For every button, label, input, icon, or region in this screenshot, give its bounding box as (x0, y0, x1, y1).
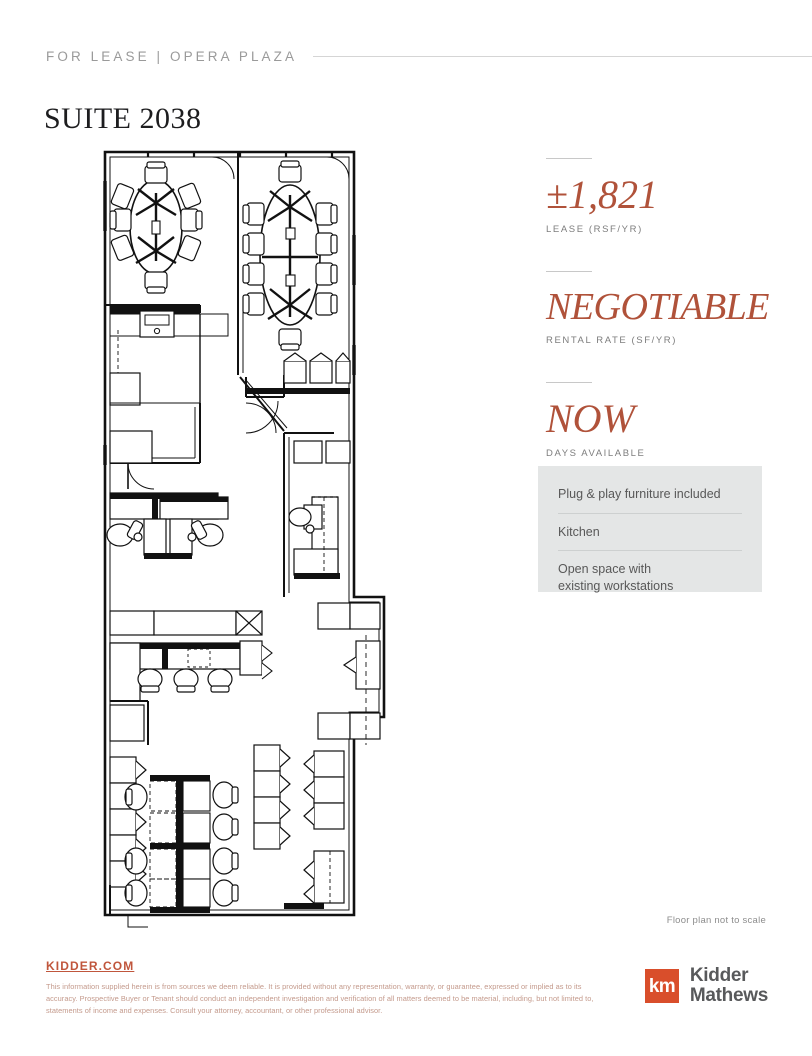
stat-value-days-available: NOW (546, 396, 635, 441)
file-cabinets-right (303, 750, 345, 904)
disclaimer-text: This information supplied herein is from… (46, 982, 594, 1015)
stat-divider (546, 158, 592, 159)
conference-table-large (259, 184, 321, 326)
file-cabinets-center (253, 744, 291, 850)
kidder-com-link[interactable]: KIDDER.COM (46, 959, 135, 973)
stat-rental-rate: NEGOTIABLE RENTAL RATE (SF/YR) (546, 271, 776, 346)
conference-table-small (129, 179, 183, 275)
features-panel: Plug & play furniture included Kitchen O… (538, 466, 762, 593)
floor-plan-drawing (88, 145, 408, 935)
workstation-cluster-mid (106, 492, 229, 559)
page-header: FOR LEASE | OPERA PLAZA (46, 44, 812, 68)
logo-line-mathews: Mathews (689, 985, 768, 1007)
kitchen-area (109, 305, 229, 406)
stat-value-lease: ±1,821 (546, 172, 658, 217)
stat-label-days-available: DAYS AVAILABLE (546, 448, 646, 459)
header-divider (313, 55, 812, 57)
stat-lease: ±1,821 LEASE (RSF/YR) (546, 158, 776, 235)
header-eyebrow: FOR LEASE | OPERA PLAZA (46, 48, 298, 64)
logo-line-kidder: Kidder (689, 965, 749, 986)
stat-value-rental-rate: NEGOTIABLE (546, 286, 770, 328)
workstation-cluster-main (124, 775, 239, 913)
stat-days-available: NOW DAYS AVAILABLE (546, 382, 776, 459)
feature-item: Kitchen (558, 514, 742, 551)
logo-wordmark: Kidder Mathews (689, 965, 768, 1007)
stat-divider (546, 271, 592, 272)
private-office (283, 432, 334, 597)
floor-plan-scale-note: Floor plan not to scale (666, 915, 766, 926)
workstation-row-lower (109, 640, 273, 702)
kidder-mathews-logo: km Kidder Mathews (644, 965, 768, 1007)
feature-item: Plug & play furniture included (558, 484, 742, 514)
km-logo-text: km (648, 975, 676, 997)
stat-label-lease: LEASE (RSF/YR) (546, 224, 643, 235)
stats-column: ±1,821 LEASE (RSF/YR) NEGOTIABLE RENTAL … (546, 158, 776, 495)
km-logo-mark: km (644, 969, 679, 1004)
stat-divider (546, 382, 592, 383)
page-title: SUITE 2038 (44, 102, 202, 135)
feature-item: Open space with existing workstations (558, 562, 674, 593)
stat-label-rental-rate: RENTAL RATE (SF/YR) (546, 335, 678, 346)
